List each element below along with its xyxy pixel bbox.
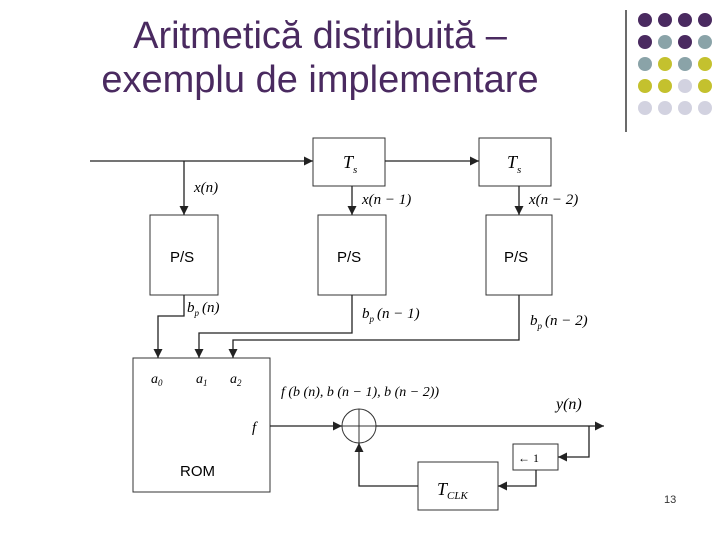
ps-block-3-label: P/S	[504, 249, 528, 266]
decorative-dot	[658, 79, 672, 93]
decorative-dot	[638, 101, 652, 115]
decorative-dot	[678, 35, 692, 49]
decorative-dot	[658, 57, 672, 71]
delay-block-1-label: Ts	[343, 152, 357, 176]
tclk-to-adder	[354, 443, 418, 487]
decorative-dot	[678, 57, 692, 71]
decorative-dot	[658, 13, 672, 27]
decorative-dot	[658, 101, 672, 115]
label-bp-n-2: bp(n − 2)	[530, 313, 588, 331]
slide-title: Aritmetică distribuită – exemplu de impl…	[40, 14, 600, 102]
label-a2: a2	[230, 372, 242, 388]
tclk-label: TCLK	[437, 479, 468, 502]
decorative-dot	[638, 13, 652, 27]
decorative-dot	[698, 13, 712, 27]
label-f-expression: f (b (n), b (n − 1), b (n − 2))	[281, 385, 439, 400]
label-a1: a1	[196, 372, 208, 388]
delay-block-2-label: Ts	[507, 152, 521, 176]
decorative-dot	[698, 101, 712, 115]
decorative-dot	[638, 35, 652, 49]
label-bp-n: bp(n)	[187, 300, 220, 318]
delay-block-2	[478, 137, 552, 187]
decorative-dot	[678, 101, 692, 115]
tclk-block	[417, 461, 499, 511]
decorative-dot	[638, 79, 652, 93]
ps2-to-a1	[194, 295, 353, 358]
label-x-n-2: x(n − 2)	[528, 192, 578, 208]
rom-block	[132, 357, 271, 493]
label-y-n: y(n)	[554, 396, 582, 413]
ps-block-3	[485, 214, 553, 296]
ps-block-2	[317, 214, 387, 296]
ps-block-2-label: P/S	[337, 249, 361, 266]
title-line-1: Aritmetică distribuită –	[133, 15, 507, 57]
label-bp-n-1: bp(n − 1)	[362, 306, 420, 324]
decorative-dot	[678, 13, 692, 27]
decorative-dot	[698, 79, 712, 93]
label-x-n-1: x(n − 1)	[361, 192, 411, 208]
decorative-dot	[658, 35, 672, 49]
label-f: f	[252, 420, 258, 436]
shift-label: ← 1	[518, 451, 539, 465]
title-line-2: exemplu de implementare	[101, 59, 539, 101]
rom-label: ROM	[180, 463, 215, 480]
output-to-shift	[558, 426, 590, 462]
vertical-divider	[625, 10, 627, 132]
shift-to-tclk	[498, 470, 537, 491]
label-a0: a0	[151, 372, 163, 388]
decorative-dot	[698, 35, 712, 49]
ps1-to-a0	[153, 295, 185, 358]
ps3-to-a2	[228, 295, 520, 358]
ps-block-1-label: P/S	[170, 249, 194, 266]
decorative-dot-grid	[638, 13, 712, 115]
decorative-dot	[698, 57, 712, 71]
delay-block-1	[312, 137, 386, 187]
slide-number: 13	[664, 494, 677, 506]
decorative-dot	[638, 57, 652, 71]
label-x-n: x(n)	[193, 180, 218, 196]
decorative-dot	[678, 79, 692, 93]
